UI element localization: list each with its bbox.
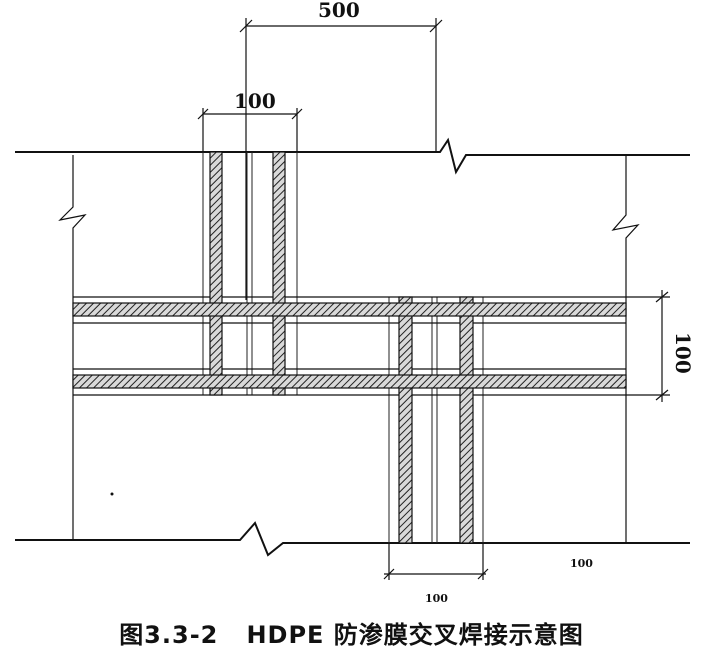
figure-number: 图3.3-2 [119,621,219,649]
horizontal-weld-strips [72,302,627,389]
dimension-top-500 [239,18,443,300]
weld-strip-horizontal-top [72,302,627,317]
weld-strip-horizontal-bottom [72,374,627,389]
dimension-label-top-500: 500 [318,0,360,22]
dimension-label-bottom-pair-100: 100 [425,592,448,605]
weld-strip-lower-right [459,296,474,544]
lower-vertical-weld-strips [398,296,474,544]
dimension-bottom-pair-100 [383,543,489,580]
weld-strip-lower-left [398,296,413,544]
dimension-label-right-100: 100 [671,332,695,374]
right-membrane-edge [611,155,640,543]
lower-vertical-seam-outline [388,297,484,543]
stray-mark [110,492,114,496]
left-membrane-edge [58,155,87,540]
top-boundary-line [15,137,690,175]
upper-vertical-seam-outline [202,152,298,395]
dimension-top-pair-100 [197,108,303,152]
dimension-label-bottom-right-100: 100 [570,557,593,570]
weld-strip-upper-right [272,151,286,396]
bottom-boundary-line [15,521,690,557]
figure-title: HDPE 防渗膜交叉焊接示意图 [246,621,584,649]
upper-vertical-weld-strips [209,151,286,396]
dimension-label-top-pair-100: 100 [234,89,276,113]
dimension-right-100 [626,290,670,402]
weld-strip-upper-left [209,151,223,396]
horizontal-seam-outline [73,296,626,396]
figure-caption: 图3.3-2 HDPE 防渗膜交叉焊接示意图 [0,615,703,650]
